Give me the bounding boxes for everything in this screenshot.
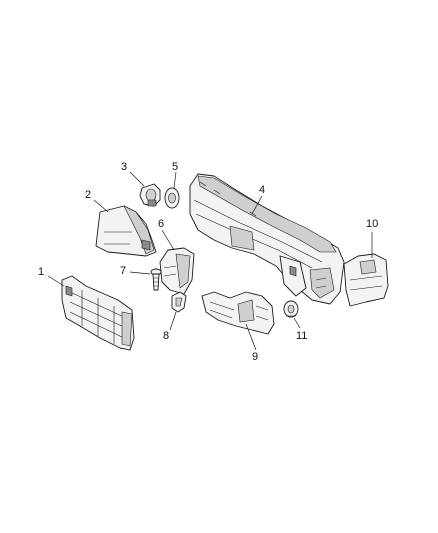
- part-1-lower-panel: [61, 275, 135, 351]
- part-5-plug: [164, 187, 180, 209]
- leader-lines: [47, 171, 373, 351]
- callout-7: 7: [120, 265, 127, 277]
- part-8-clip: [171, 291, 187, 313]
- leader-7: [129, 271, 151, 275]
- callout-4: 4: [259, 184, 266, 196]
- part-4-dash-panel: [189, 173, 345, 305]
- leader-11: [293, 317, 301, 329]
- leader-3: [129, 171, 145, 187]
- leader-5: [173, 171, 177, 189]
- leader-8: [169, 311, 177, 331]
- callout-10: 10: [366, 218, 379, 230]
- callout-5: 5: [172, 161, 179, 173]
- leader-4: [251, 195, 263, 215]
- callout-2: 2: [85, 189, 92, 201]
- callout-1: 1: [38, 266, 45, 278]
- part-7-screw: [150, 268, 162, 291]
- callout-8: 8: [163, 330, 170, 342]
- part-10-side-panel: [343, 253, 389, 307]
- part-6-panel: [159, 247, 195, 295]
- callout-9: 9: [252, 351, 259, 363]
- leader-2: [93, 199, 109, 213]
- callout-11: 11: [296, 330, 308, 342]
- part-3-grommet: [139, 183, 161, 207]
- leader-6: [161, 229, 175, 251]
- part-2-insulator: [95, 205, 157, 257]
- part-11-fastener: [283, 300, 299, 318]
- leader-9: [245, 323, 257, 351]
- callout-3: 3: [121, 161, 128, 173]
- leader-1: [47, 275, 65, 287]
- callout-6: 6: [158, 218, 165, 230]
- part-9-heat-shield: [201, 291, 275, 335]
